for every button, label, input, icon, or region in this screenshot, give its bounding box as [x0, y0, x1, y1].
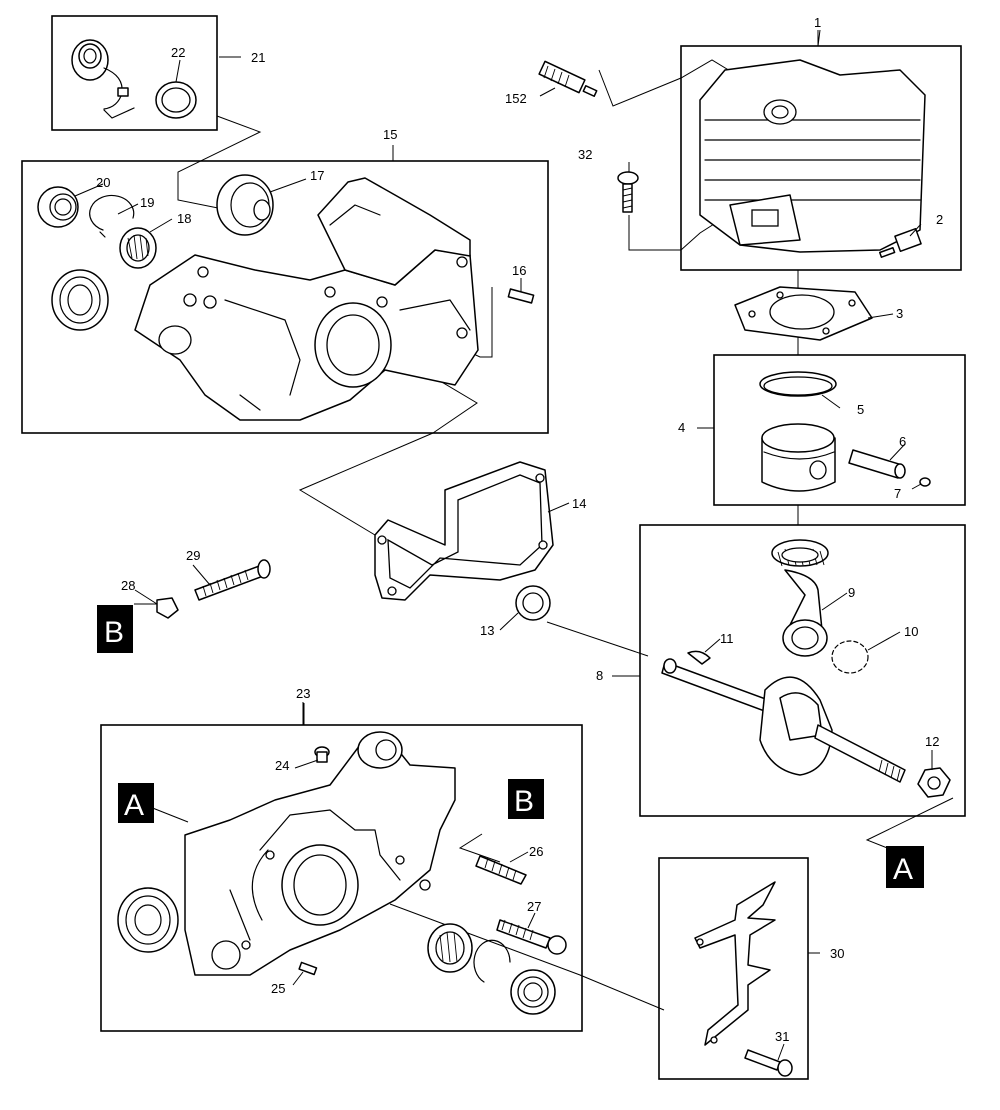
- reference-mark-b-right-label: B: [514, 785, 534, 818]
- box-crankcase-lower: [100, 724, 583, 1032]
- part-number-152: 152: [505, 91, 527, 106]
- screw-32: [617, 171, 639, 213]
- part-number-18: 18: [177, 211, 191, 226]
- part-number-21: 21: [251, 50, 265, 65]
- part-number-labels: 1 2 3 4 5 6 7 8 9 10 11 12 13 14 15 16 1…: [96, 15, 943, 1044]
- needle-bearing-lower: [427, 923, 473, 973]
- reference-mark-a-left: A: [118, 783, 154, 823]
- reference-mark-a-right-label: A: [893, 853, 913, 886]
- part-number-12: 12: [925, 734, 939, 749]
- circlip-7: [919, 477, 931, 487]
- crankcase-half-23: [184, 731, 456, 976]
- impulse-nipple-2: [878, 227, 922, 258]
- part-number-20: 20: [96, 175, 110, 190]
- o-ring-22: [155, 81, 197, 119]
- part-number-27: 27: [527, 899, 541, 914]
- part-number-13: 13: [480, 623, 494, 638]
- adjuster-screw-29: [194, 559, 271, 601]
- part-number-3: 3: [896, 306, 903, 321]
- part-number-14: 14: [572, 496, 586, 511]
- piston-4: [761, 423, 836, 492]
- bearing-20: [37, 186, 79, 228]
- box-crankshaft: [639, 524, 966, 817]
- box-cylinder: [680, 45, 962, 271]
- part-number-9: 9: [848, 585, 855, 600]
- part-number-7: 7: [894, 486, 901, 501]
- part-number-4: 4: [678, 420, 685, 435]
- reference-mark-b-left: B: [97, 605, 133, 653]
- piston-ring-5: [759, 371, 837, 397]
- part-number-6: 6: [899, 434, 906, 449]
- part-number-15: 15: [383, 127, 397, 142]
- crankcase-half-15: [134, 177, 479, 421]
- box-chain-catcher: [658, 857, 809, 1080]
- oil-seal-13: [515, 585, 551, 621]
- part-number-29: 29: [186, 548, 200, 563]
- part-number-31: 31: [775, 1029, 789, 1044]
- part-number-32: 32: [578, 147, 592, 162]
- bolt-27: [496, 919, 567, 955]
- part-number-17: 17: [310, 168, 324, 183]
- circlip-lower: [473, 939, 511, 983]
- needle-bearing-10: [831, 640, 869, 674]
- oil-seal-lower-bottom: [117, 887, 179, 953]
- part-number-28: 28: [121, 578, 135, 593]
- part-number-2: 2: [936, 212, 943, 227]
- cylinder-gasket-3: [734, 286, 873, 341]
- adjuster-nut-28: [156, 597, 179, 619]
- screw-31: [744, 1049, 793, 1077]
- part-number-16: 16: [512, 263, 526, 278]
- oil-seal-lower-left: [51, 269, 109, 331]
- piston-pin-6: [848, 449, 906, 479]
- part-number-22: 22: [171, 45, 185, 60]
- needle-bearing-top: [771, 539, 829, 567]
- part-number-11: 11: [720, 631, 734, 646]
- part-number-23: 23: [296, 686, 310, 701]
- pin-25: [298, 961, 318, 976]
- box-fuel-cap: [51, 15, 218, 131]
- crankshaft-8: [661, 658, 906, 783]
- part-number-30: 30: [830, 946, 844, 961]
- connecting-rod-9: [782, 569, 828, 657]
- crankcase-gasket-14: [374, 461, 554, 601]
- reference-mark-b-left-label: B: [104, 616, 124, 649]
- box-crankcase-upper: [21, 160, 549, 434]
- cylinder-1: [699, 59, 926, 253]
- reference-mark-a-right: A: [886, 846, 924, 888]
- pin-26: [475, 855, 527, 885]
- decompression-valve-152: [538, 60, 598, 98]
- bearing-lower: [510, 969, 556, 1015]
- woodruff-key-11: [687, 650, 711, 665]
- box-piston: [713, 354, 966, 506]
- part-number-1: 1: [814, 15, 821, 30]
- fuel-cap: [71, 39, 135, 119]
- part-number-5: 5: [857, 402, 864, 417]
- connector-lines: [177, 30, 954, 1011]
- dowel-pin-16: [507, 288, 535, 304]
- part-number-8: 8: [596, 668, 603, 683]
- part-number-19: 19: [140, 195, 154, 210]
- part-number-25: 25: [271, 981, 285, 996]
- reference-mark-a-left-label: A: [124, 789, 144, 822]
- needle-bearing-18: [119, 227, 157, 269]
- bolt-24: [314, 746, 330, 763]
- reference-mark-b-right: B: [508, 779, 544, 819]
- number-leader-lines: [74, 29, 933, 1061]
- chain-catcher-30: [694, 881, 776, 1046]
- part-number-26: 26: [529, 844, 543, 859]
- nut-12: [917, 767, 951, 798]
- oil-seal-17: [216, 174, 274, 236]
- circlip-19: [89, 194, 135, 238]
- part-number-24: 24: [275, 758, 289, 773]
- part-number-10: 10: [904, 624, 918, 639]
